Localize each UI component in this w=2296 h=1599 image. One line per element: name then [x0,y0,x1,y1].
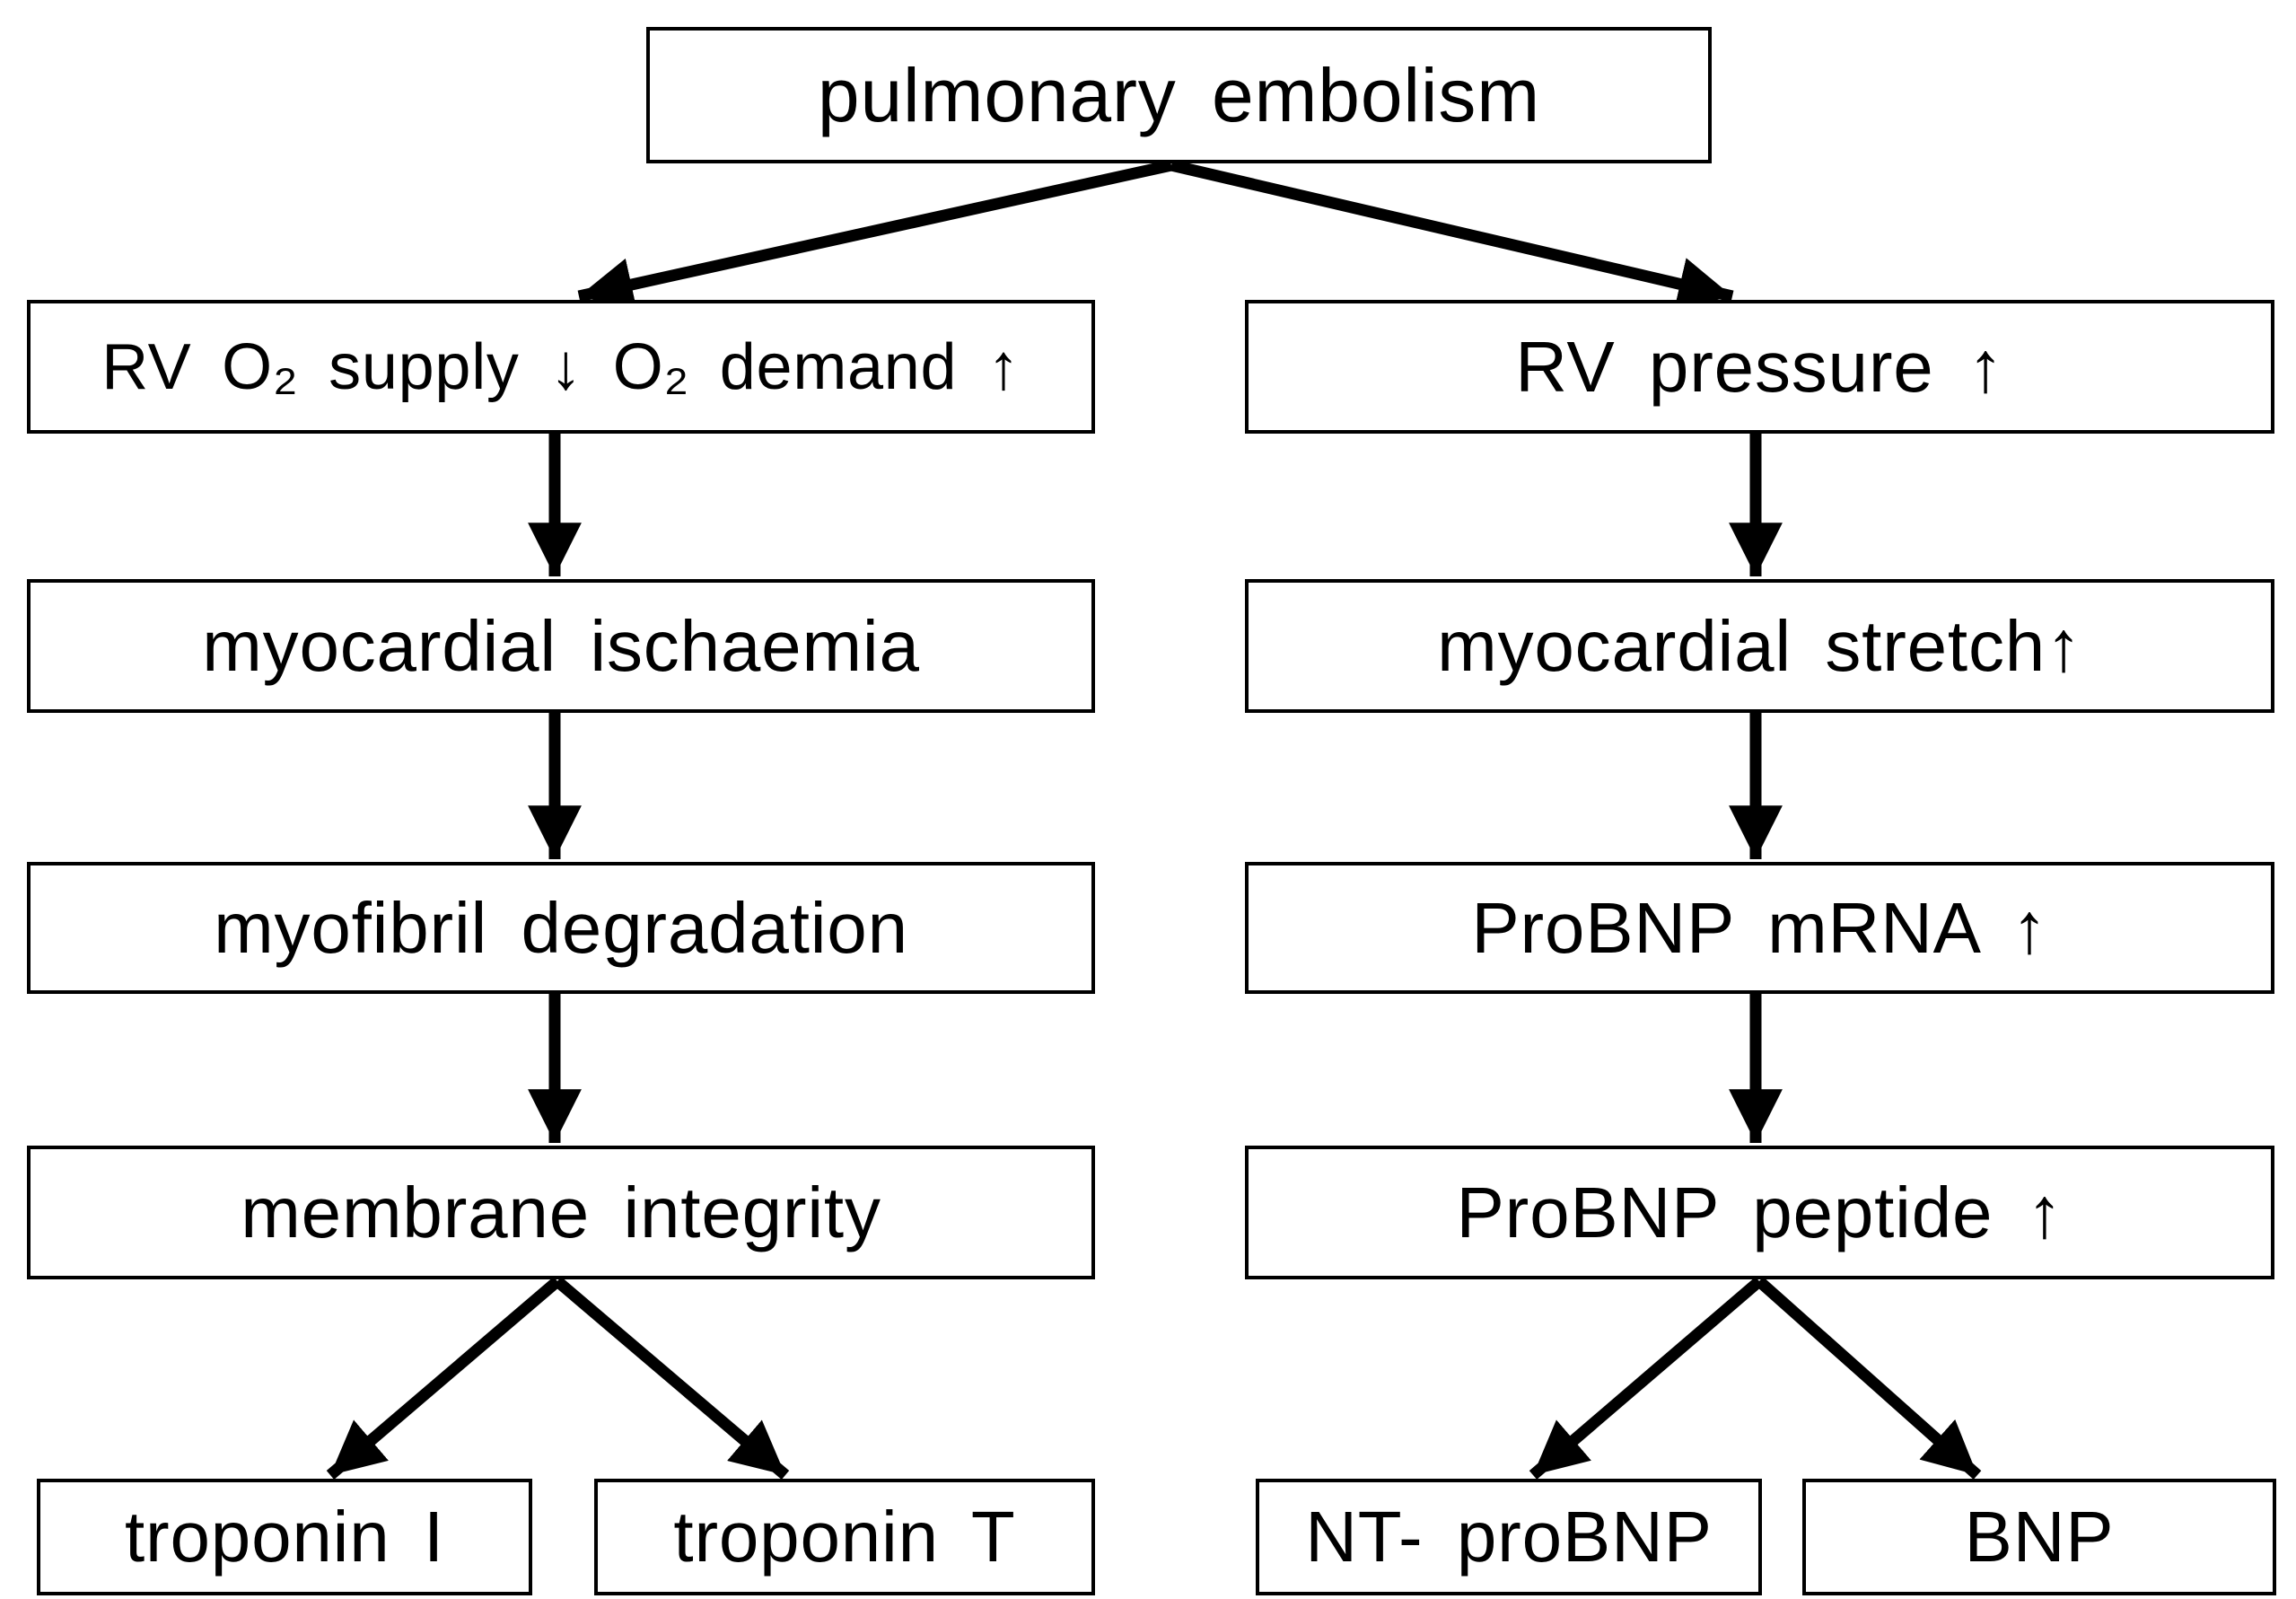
arrow-root-to-left-branch [577,159,1173,312]
node-probnp-mrna: ProBNP mRNA ↑ [1245,862,2274,994]
node-rv-pressure: RV pressure ↑ [1245,300,2274,434]
node-myofibril-degradation-label: myofibril degradation [214,887,908,968]
node-myocardial-stretch-label: myocardial stretch↑ [1437,605,2082,686]
node-troponin-i-label: troponin I [125,1497,444,1577]
node-bnp: BNP [1802,1479,2276,1595]
node-troponin-t: troponin T [594,1479,1095,1595]
node-rv-o2-supply-demand-label: RV O₂ supply ↓ O₂ demand ↑ [101,330,1021,403]
arrow-membrane-to-troponin-t [553,1277,790,1480]
node-myofibril-degradation: myofibril degradation [27,862,1095,994]
node-myocardial-ischaemia: myocardial ischaemia [27,579,1095,713]
node-troponin-t-label: troponin T [673,1497,1016,1577]
node-nt-probnp: NT- proBNP [1256,1479,1762,1595]
arrow-membrane-to-troponin-i [326,1277,562,1480]
node-membrane-integrity-label: membrane integrity [241,1172,881,1252]
node-rv-o2-supply-demand: RV O₂ supply ↓ O₂ demand ↑ [27,300,1095,434]
node-probnp-mrna-label: ProBNP mRNA ↑ [1471,887,2048,968]
node-myocardial-stretch: myocardial stretch↑ [1245,579,2274,713]
node-pulmonary-embolism-label: pulmonary embolism [817,52,1541,137]
node-rv-pressure-label: RV pressure ↑ [1515,326,2004,407]
node-probnp-peptide-label: ProBNP peptide ↑ [1456,1172,2064,1252]
node-bnp-label: BNP [1964,1497,2115,1577]
node-pulmonary-embolism: pulmonary embolism [646,27,1712,163]
node-troponin-i: troponin I [37,1479,532,1595]
node-membrane-integrity: membrane integrity [27,1146,1095,1279]
node-probnp-peptide: ProBNP peptide ↑ [1245,1146,2274,1279]
arrow-peptide-to-bnp [1755,1277,1982,1480]
node-nt-probnp-label: NT- proBNP [1305,1497,1713,1577]
node-myocardial-ischaemia-label: myocardial ischaemia [202,605,920,686]
arrow-root-to-right-branch [1170,159,1734,311]
arrow-peptide-to-nt-probnp [1529,1277,1764,1480]
